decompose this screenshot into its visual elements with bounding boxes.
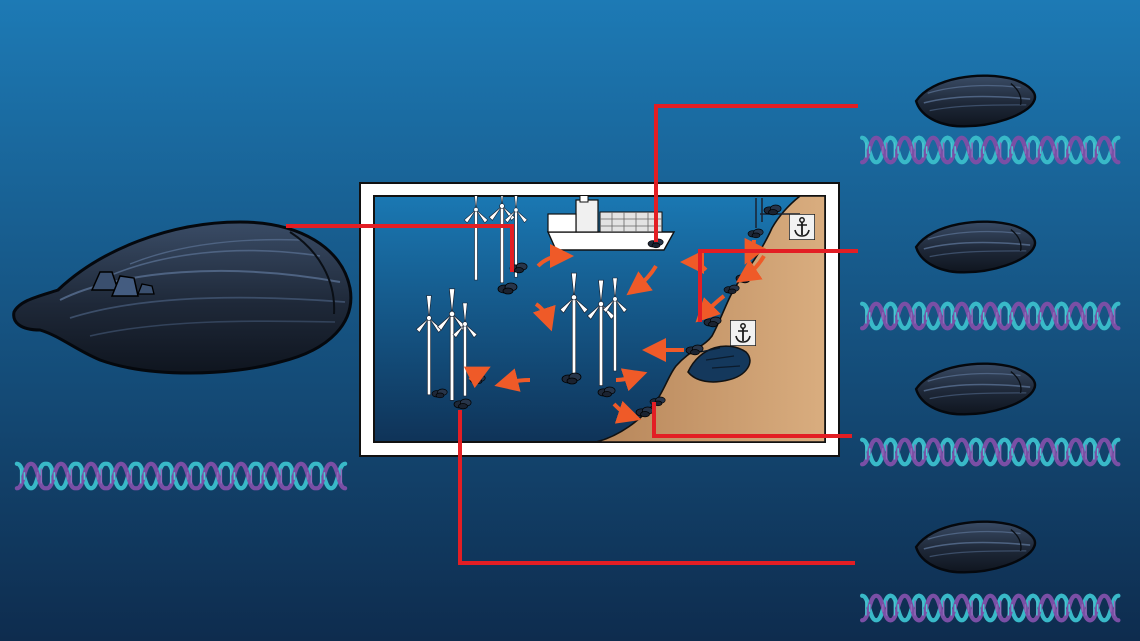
connector-wind-farm xyxy=(458,410,855,565)
harbour-basin xyxy=(687,345,751,383)
sample-connector-lines xyxy=(286,104,858,565)
anchor-icon xyxy=(730,320,756,346)
curved-arrow-icon xyxy=(463,237,767,424)
connector-ship xyxy=(654,104,858,242)
connector-reference xyxy=(286,224,514,272)
container-ship-icon xyxy=(546,196,676,251)
anchor-icon xyxy=(789,214,815,240)
dispersal-map xyxy=(359,182,840,457)
connector-south-harbour xyxy=(652,402,852,438)
mussel-with-barnacles-icon xyxy=(12,220,353,375)
connector-north-port xyxy=(698,249,858,322)
barnacle-icon xyxy=(90,271,155,297)
